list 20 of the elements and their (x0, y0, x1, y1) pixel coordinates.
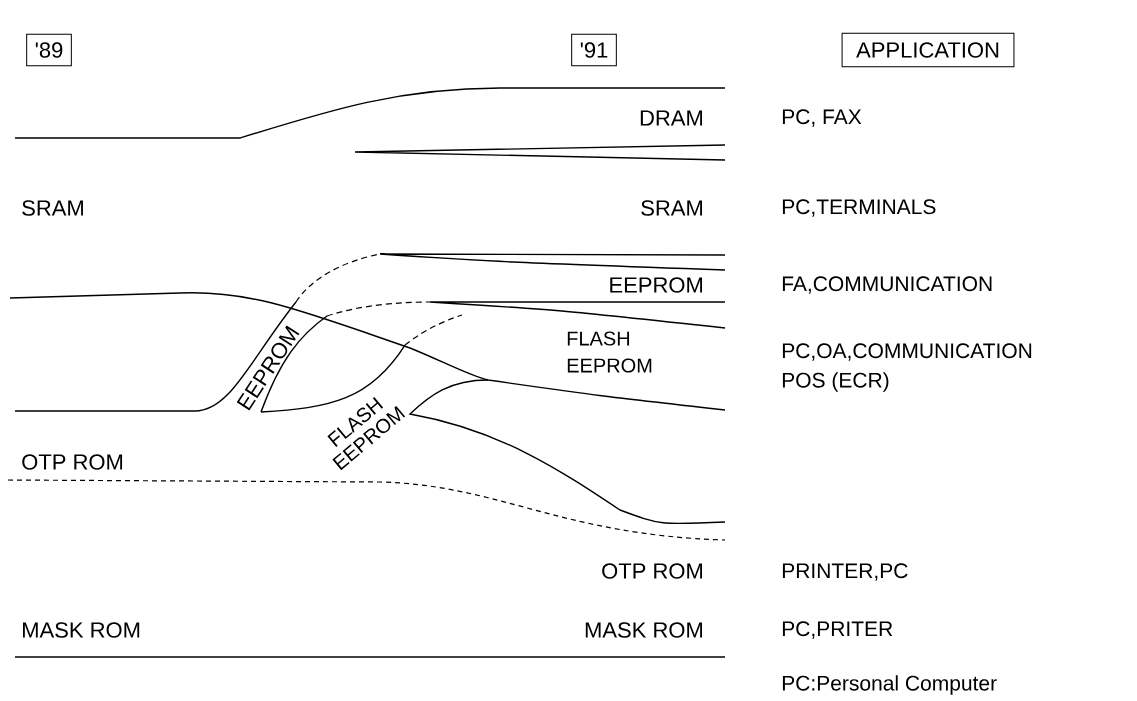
memory-label: EEPROM (610, 277, 702, 293)
heading-box: APPLICATION (841, 32, 1015, 68)
memory-label: MASK ROM (23, 622, 140, 638)
memory-label: SRAM (22, 200, 83, 216)
footnote: PC:Personal Computer (782, 675, 997, 695)
memory-label: FLASH EEPROM (567, 331, 652, 373)
application-label: PC,PRITER (782, 621, 893, 639)
application-label: PRINTER,PC (782, 563, 908, 581)
memory-label: SRAM (641, 200, 702, 216)
year-box: '89 (26, 33, 72, 67)
application-label: PC,TERMINALS (782, 199, 936, 217)
memory-label: MASK ROM (585, 622, 702, 638)
memory-label: OTP ROM (602, 563, 702, 579)
memory-label: OTP ROM (22, 454, 123, 470)
application-label: PC, FAX (782, 109, 862, 127)
application-label: FA,COMMUNICATION (782, 276, 992, 294)
application-label: POS (ECR) (782, 372, 889, 392)
year-box: '91 (571, 33, 617, 67)
memory-label: DRAM (640, 110, 702, 126)
application-label: PC,OA,COMMUNICATION (782, 343, 1032, 361)
